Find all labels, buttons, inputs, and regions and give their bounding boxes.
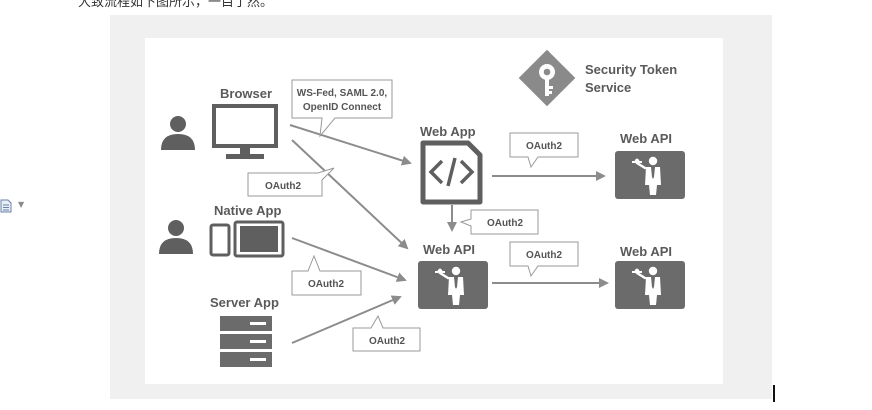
web-api-bottom-right-label: Web API [620, 244, 672, 259]
security-token-service: Security Token Service [518, 49, 677, 107]
arrow-browser-to-webapp [289, 124, 412, 166]
key-icon [539, 64, 555, 96]
monitor-icon [212, 104, 278, 159]
text-cursor [773, 385, 775, 402]
callout-browser-oauth: OAuth2 [247, 167, 335, 197]
callout-webapp-down: OAuth2 [459, 209, 539, 235]
user-icon [159, 220, 193, 254]
document-icon[interactable] [0, 199, 12, 213]
callout-native-oauth: OAuth2 [291, 254, 362, 296]
flow-arrows [289, 124, 609, 344]
web-api-bottom-right-box [615, 261, 685, 309]
arrow-native-to-webapi [291, 237, 407, 282]
tablet-phone-icon [209, 220, 285, 258]
chevron-down-icon[interactable]: ▼ [18, 200, 25, 209]
sts-label-line1: Security Token [585, 62, 677, 77]
web-api-center-box [418, 261, 488, 309]
callout-native-oauth-text: OAuth2 [308, 279, 345, 290]
callout-browser-protocols: WS-Fed, SAML 2.0, OpenID Connect [291, 79, 393, 138]
browser-label: Browser [220, 86, 272, 101]
user-icon [161, 116, 195, 150]
web-api-top-right-label: Web API [620, 131, 672, 146]
native-app-label: Native App [214, 203, 281, 218]
callout-webapp-down-text: OAuth2 [487, 218, 524, 229]
arrow-server-to-webapi [291, 295, 402, 344]
server-icon [220, 316, 272, 367]
callout-server-oauth-text: OAuth2 [369, 336, 406, 347]
callout-browser-protocols-line1: WS-Fed, SAML 2.0, [297, 88, 388, 99]
callout-webapp-to-api-right: OAuth2 [509, 132, 579, 169]
code-file-icon [420, 140, 483, 205]
web-api-center-label: Web API [423, 242, 475, 257]
top-text: 大致流程如下图所示，一目了然。 [78, 0, 274, 10]
server-app-label: Server App [210, 295, 279, 310]
web-api-top-right-box [615, 151, 685, 199]
web-app-label: Web App [420, 124, 476, 139]
callout-api-to-api-right: OAuth2 [509, 241, 579, 278]
callout-server-oauth: OAuth2 [352, 314, 421, 352]
arrow-browser-to-webapi [291, 139, 409, 250]
callout-api-to-api-right-text: OAuth2 [526, 250, 563, 261]
sts-label-line2: Service [585, 80, 631, 95]
callout-webapp-to-api-right-text: OAuth2 [526, 141, 563, 152]
callout-browser-protocols-line2: OpenID Connect [303, 102, 382, 113]
callout-browser-oauth-text: OAuth2 [265, 181, 302, 192]
